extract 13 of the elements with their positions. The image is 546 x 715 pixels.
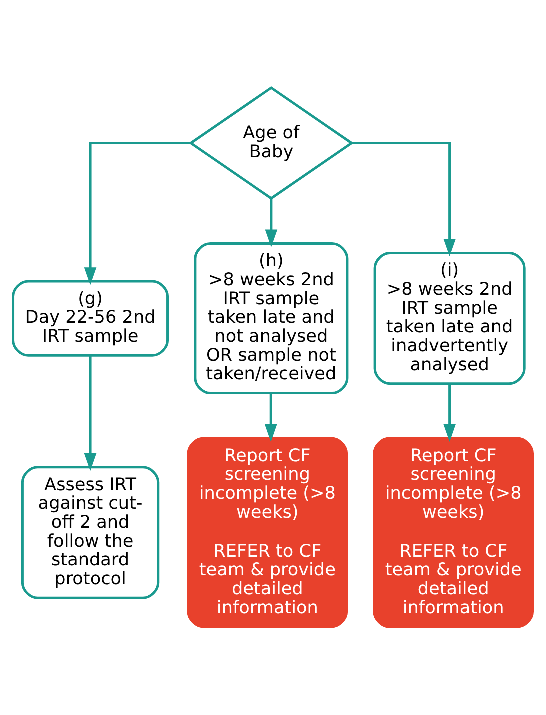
node-diamond: Age of Baby (188, 86, 354, 200)
node-box: (h) >8 weeks 2nd IRT sample taken late and not analysed OR sample not taken/received (194, 242, 349, 395)
node-box: Report CF screening incomplete (>8 weeks) REFER to CF team & provide detailed information (373, 437, 534, 628)
arrow (84, 142, 190, 286)
arrow (84, 356, 97, 472)
node-box: (i) >8 weeks 2nd IRT sample taken late and inadvertently analysed (374, 252, 526, 386)
node-box: Assess IRT against cut-off 2 and follow the standard protocol (21, 466, 160, 600)
node-box: Report CF screening incomplete (>8 weeks) REFER to CF team & provide detailed information (187, 437, 348, 628)
arrow (352, 142, 456, 257)
arrow (265, 198, 278, 248)
arrow (264, 393, 278, 442)
node-box: (g) Day 22-56 2nd IRT sample (12, 280, 170, 357)
arrow (444, 384, 456, 442)
